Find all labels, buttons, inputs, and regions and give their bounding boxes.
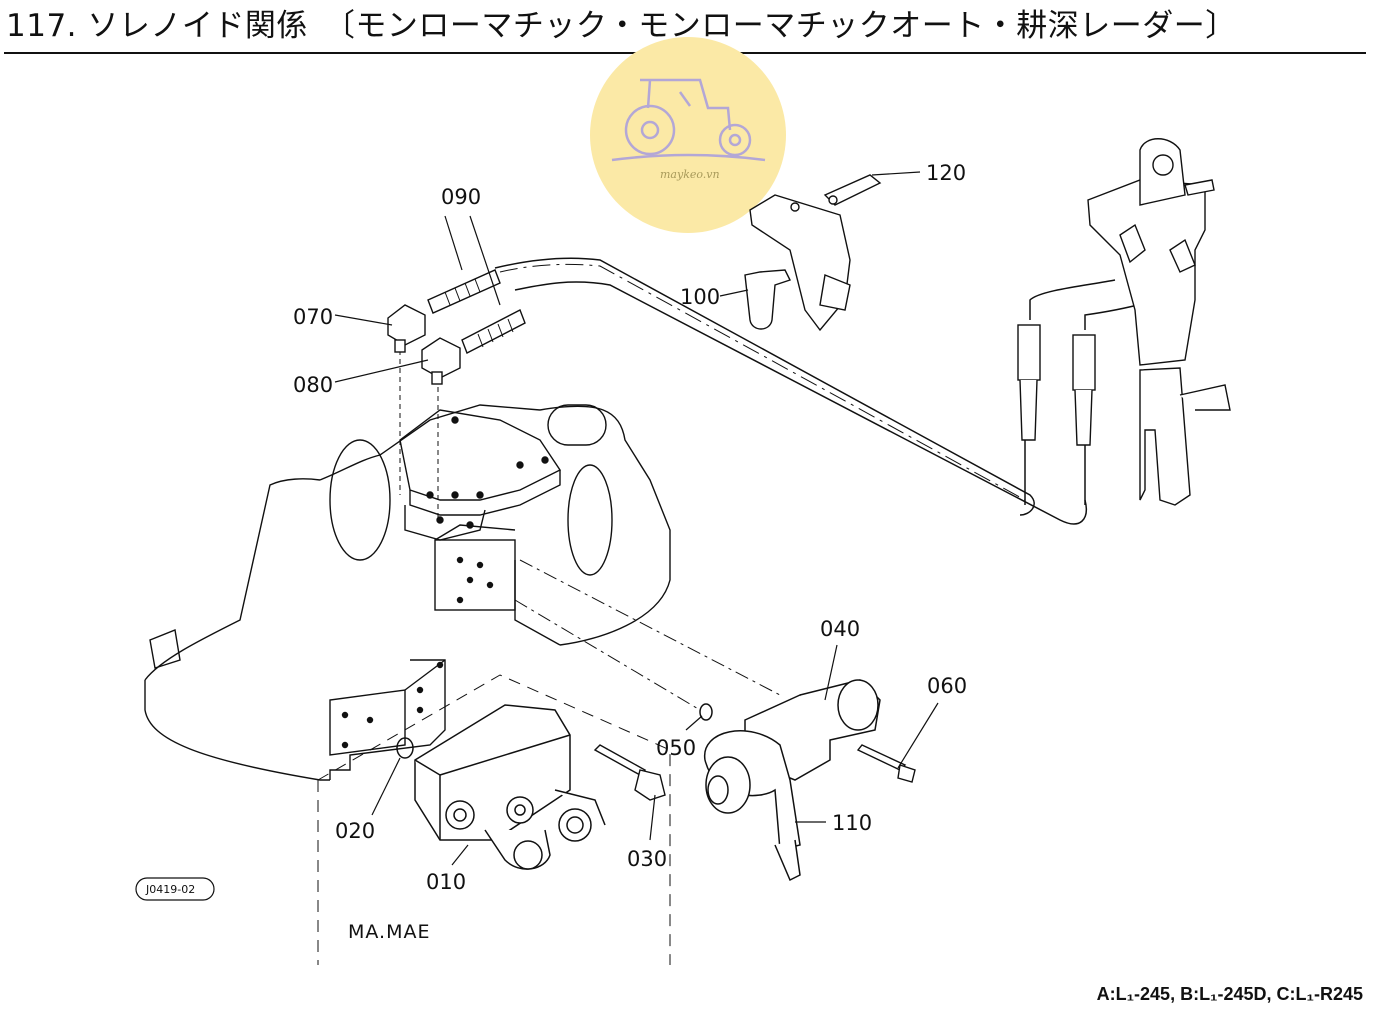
applicable-models: A:L₁-245, B:L₁-245D, C:L₁-R245: [1096, 984, 1363, 1004]
callout-090: 090: [441, 185, 481, 209]
bracket-assembly: [744, 174, 882, 332]
hitch-linkage: [1017, 138, 1231, 506]
callout-050: 050: [656, 736, 696, 760]
solenoid-valve-block: [414, 704, 606, 870]
callout-080: 080: [293, 373, 333, 397]
callout-120: 120: [926, 161, 966, 185]
o-rings: [396, 703, 713, 759]
callout-100: 100: [680, 285, 720, 309]
bolt-030: [593, 744, 666, 801]
bolt-060: [856, 744, 916, 783]
hydraulic-hoses: [494, 257, 1186, 525]
watermark-logo: maykeo.vn: [590, 37, 786, 233]
callout-030: 030: [627, 847, 667, 871]
callout-020: 020: [335, 819, 375, 843]
leader-lines: [334, 171, 939, 866]
callout-070: 070: [293, 305, 333, 329]
drawing-reference-text: J0419-02: [145, 883, 195, 896]
page-title: 117. ソレノイド関係 〔モンローマチック・モンローマチックオート・耕深レーダ…: [6, 8, 1237, 44]
variant-note: MA.MAE: [348, 921, 431, 943]
transmission-housing: [144, 404, 671, 781]
callout-110: 110: [832, 811, 872, 835]
callout-040: 040: [820, 617, 860, 641]
assembly-guides: [317, 350, 781, 965]
watermark-text: maykeo.vn: [660, 168, 720, 181]
callout-060: 060: [927, 674, 967, 698]
drawing-reference: J0419-02: [135, 877, 215, 901]
sensor-assembly: [704, 679, 881, 882]
callout-010: 010: [426, 870, 466, 894]
hose-fittings: [387, 269, 526, 385]
